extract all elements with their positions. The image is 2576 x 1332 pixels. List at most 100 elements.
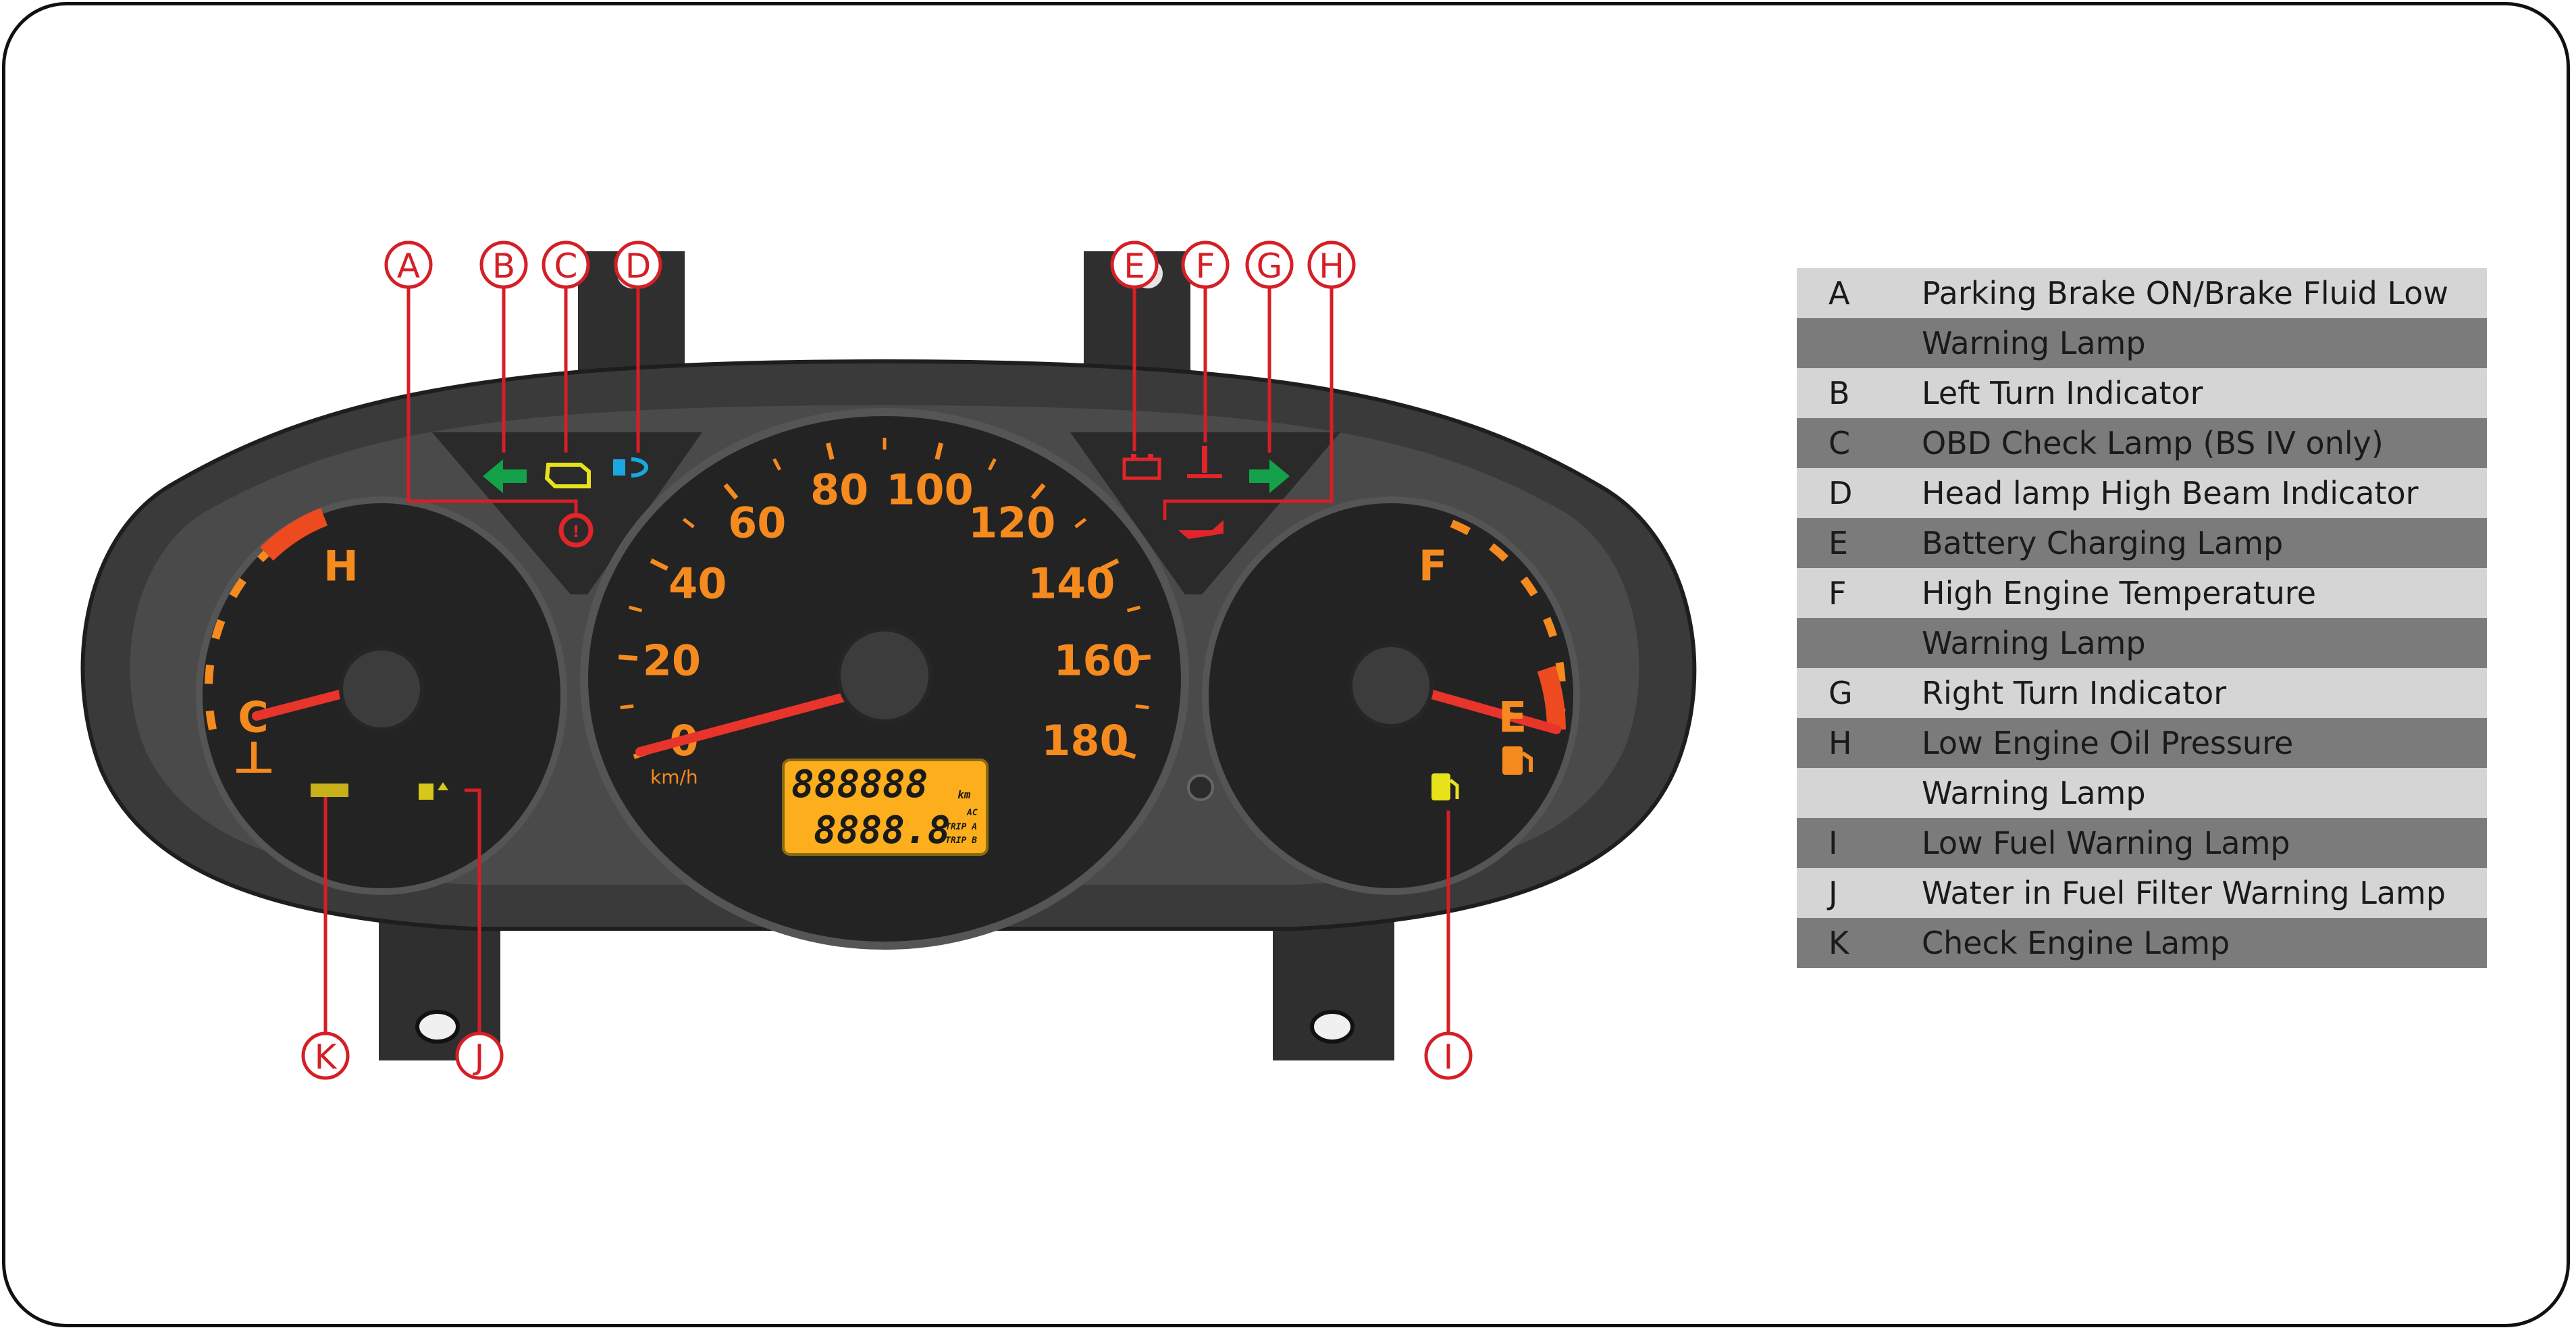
- speed-tick: [1135, 704, 1149, 710]
- svg-text:J: J: [473, 1038, 485, 1077]
- left-turn-icon: [483, 459, 527, 493]
- legend-description: Water in Fuel Filter Warning Lamp: [1922, 875, 2446, 911]
- legend-description: Warning Lamp: [1922, 775, 2146, 811]
- leader-lines: [323, 285, 1450, 1035]
- callout-i: I: [1424, 1031, 1473, 1080]
- speed-tick: [1126, 605, 1141, 613]
- temp-low-label: C: [238, 693, 269, 742]
- speed-label: 80: [810, 465, 868, 514]
- lcd-display: [782, 759, 989, 856]
- coolant-temp-icon: [236, 742, 271, 773]
- speed-tick: [618, 655, 637, 661]
- legend-row: I Low Fuel Warning Lamp: [1797, 818, 2487, 868]
- legend-key: E: [1829, 525, 1849, 561]
- legend-key: D: [1829, 475, 1853, 511]
- temp-high-label: H: [323, 542, 359, 591]
- speed-label: 140: [1028, 559, 1115, 608]
- low-fuel-icon: [1431, 773, 1459, 800]
- legend-description: Check Engine Lamp: [1922, 925, 2230, 961]
- svg-text:C: C: [554, 247, 578, 286]
- obd-check-engine-icon: [544, 463, 591, 488]
- fuel-empty-label: E: [1498, 693, 1527, 742]
- odometer-reading: 888888: [791, 763, 928, 806]
- speed-tick: [682, 517, 695, 529]
- speed-tick: [620, 704, 634, 710]
- legend-row: B Left Turn Indicator: [1797, 368, 2487, 418]
- speed-tick: [935, 442, 944, 460]
- callout-f: F: [1181, 240, 1230, 289]
- speed-label: 160: [1053, 636, 1140, 686]
- fuel-gauge: F E: [1202, 496, 1580, 895]
- speed-label: 120: [968, 498, 1055, 548]
- odometer-unit: km: [957, 788, 971, 801]
- svg-text:A: A: [397, 247, 420, 286]
- check-engine-lamp-icon: [311, 784, 348, 797]
- callout-a: A: [384, 240, 433, 289]
- speed-tick: [1101, 558, 1120, 571]
- legend-row: H Low Engine Oil Pressure: [1797, 718, 2487, 768]
- svg-text:H: H: [1319, 247, 1344, 286]
- svg-text:!: !: [573, 522, 580, 541]
- speed-label: 20: [643, 636, 701, 686]
- trip-reset-knob: [1187, 774, 1214, 801]
- legend-row: Warning Lamp: [1797, 618, 2487, 668]
- speedometer: 020406080100120140160180 km/h 888888 km …: [580, 408, 1189, 950]
- legend-description: High Engine Temperature: [1922, 575, 2317, 611]
- legend-key: F: [1829, 575, 1847, 611]
- svg-text:K: K: [315, 1038, 338, 1077]
- trip-label-b: TRIP B: [945, 836, 977, 846]
- legend-description: Right Turn Indicator: [1922, 675, 2227, 711]
- speed-unit: km/h: [650, 766, 698, 788]
- speed-label: 60: [728, 498, 786, 548]
- svg-text:I: I: [1444, 1038, 1454, 1077]
- legend-key: K: [1829, 925, 1849, 961]
- legend-key: B: [1829, 375, 1850, 411]
- right-turn-icon: [1249, 459, 1290, 493]
- legend-row: E Battery Charging Lamp: [1797, 518, 2487, 568]
- speed-tick: [1030, 483, 1046, 500]
- svg-text:G: G: [1257, 247, 1283, 286]
- callout-g: G: [1245, 240, 1294, 289]
- legend-row: G Right Turn Indicator: [1797, 668, 2487, 718]
- legend-row: K Check Engine Lamp: [1797, 918, 2487, 968]
- speed-tick: [988, 458, 997, 471]
- legend-description: Head lamp High Beam Indicator: [1922, 475, 2419, 511]
- legend-description: Left Turn Indicator: [1922, 375, 2203, 411]
- legend-description: Low Fuel Warning Lamp: [1922, 825, 2290, 861]
- legend-key: J: [1829, 875, 1838, 911]
- speed-tick: [628, 605, 643, 613]
- legend-key: A: [1829, 275, 1850, 311]
- svg-text:D: D: [625, 247, 652, 286]
- callout-h: H: [1307, 240, 1356, 289]
- legend-row: J Water in Fuel Filter Warning Lamp: [1797, 868, 2487, 918]
- speedometer-needle: [635, 691, 854, 757]
- legend-key: I: [1829, 825, 1838, 861]
- svg-text:F: F: [1196, 247, 1215, 286]
- legend-key: C: [1829, 425, 1851, 461]
- svg-text:B: B: [492, 247, 515, 286]
- fuel-pump-icon: [1502, 746, 1533, 775]
- trip-label-ac: AC: [966, 808, 978, 818]
- legend-key: G: [1829, 675, 1853, 711]
- legend-description: Parking Brake ON/Brake Fluid Low: [1922, 275, 2449, 311]
- legend-description: Warning Lamp: [1922, 625, 2146, 661]
- instrument-cluster: H C 020406080100120140160180 km/h 888888…: [80, 240, 1697, 1080]
- legend-row: Warning Lamp: [1797, 318, 2487, 368]
- legend-description: Battery Charging Lamp: [1922, 525, 2284, 561]
- legend-row: Warning Lamp: [1797, 768, 2487, 818]
- callout-k: K: [301, 1031, 350, 1080]
- speed-tick: [650, 558, 668, 571]
- legend-row: A Parking Brake ON/Brake Fluid Low: [1797, 268, 2487, 318]
- oil-pressure-icon: [1178, 520, 1224, 539]
- speed-tick: [1074, 517, 1087, 529]
- legend-key: H: [1829, 725, 1852, 761]
- callout-b: B: [479, 240, 528, 289]
- trip-reading: 8888.8: [814, 809, 950, 852]
- speed-label: 180: [1041, 716, 1128, 765]
- svg-text:E: E: [1124, 247, 1145, 286]
- legend-row: F High Engine Temperature: [1797, 568, 2487, 618]
- legend-description: Low Engine Oil Pressure: [1922, 725, 2294, 761]
- water-in-fuel-icon: [419, 782, 448, 800]
